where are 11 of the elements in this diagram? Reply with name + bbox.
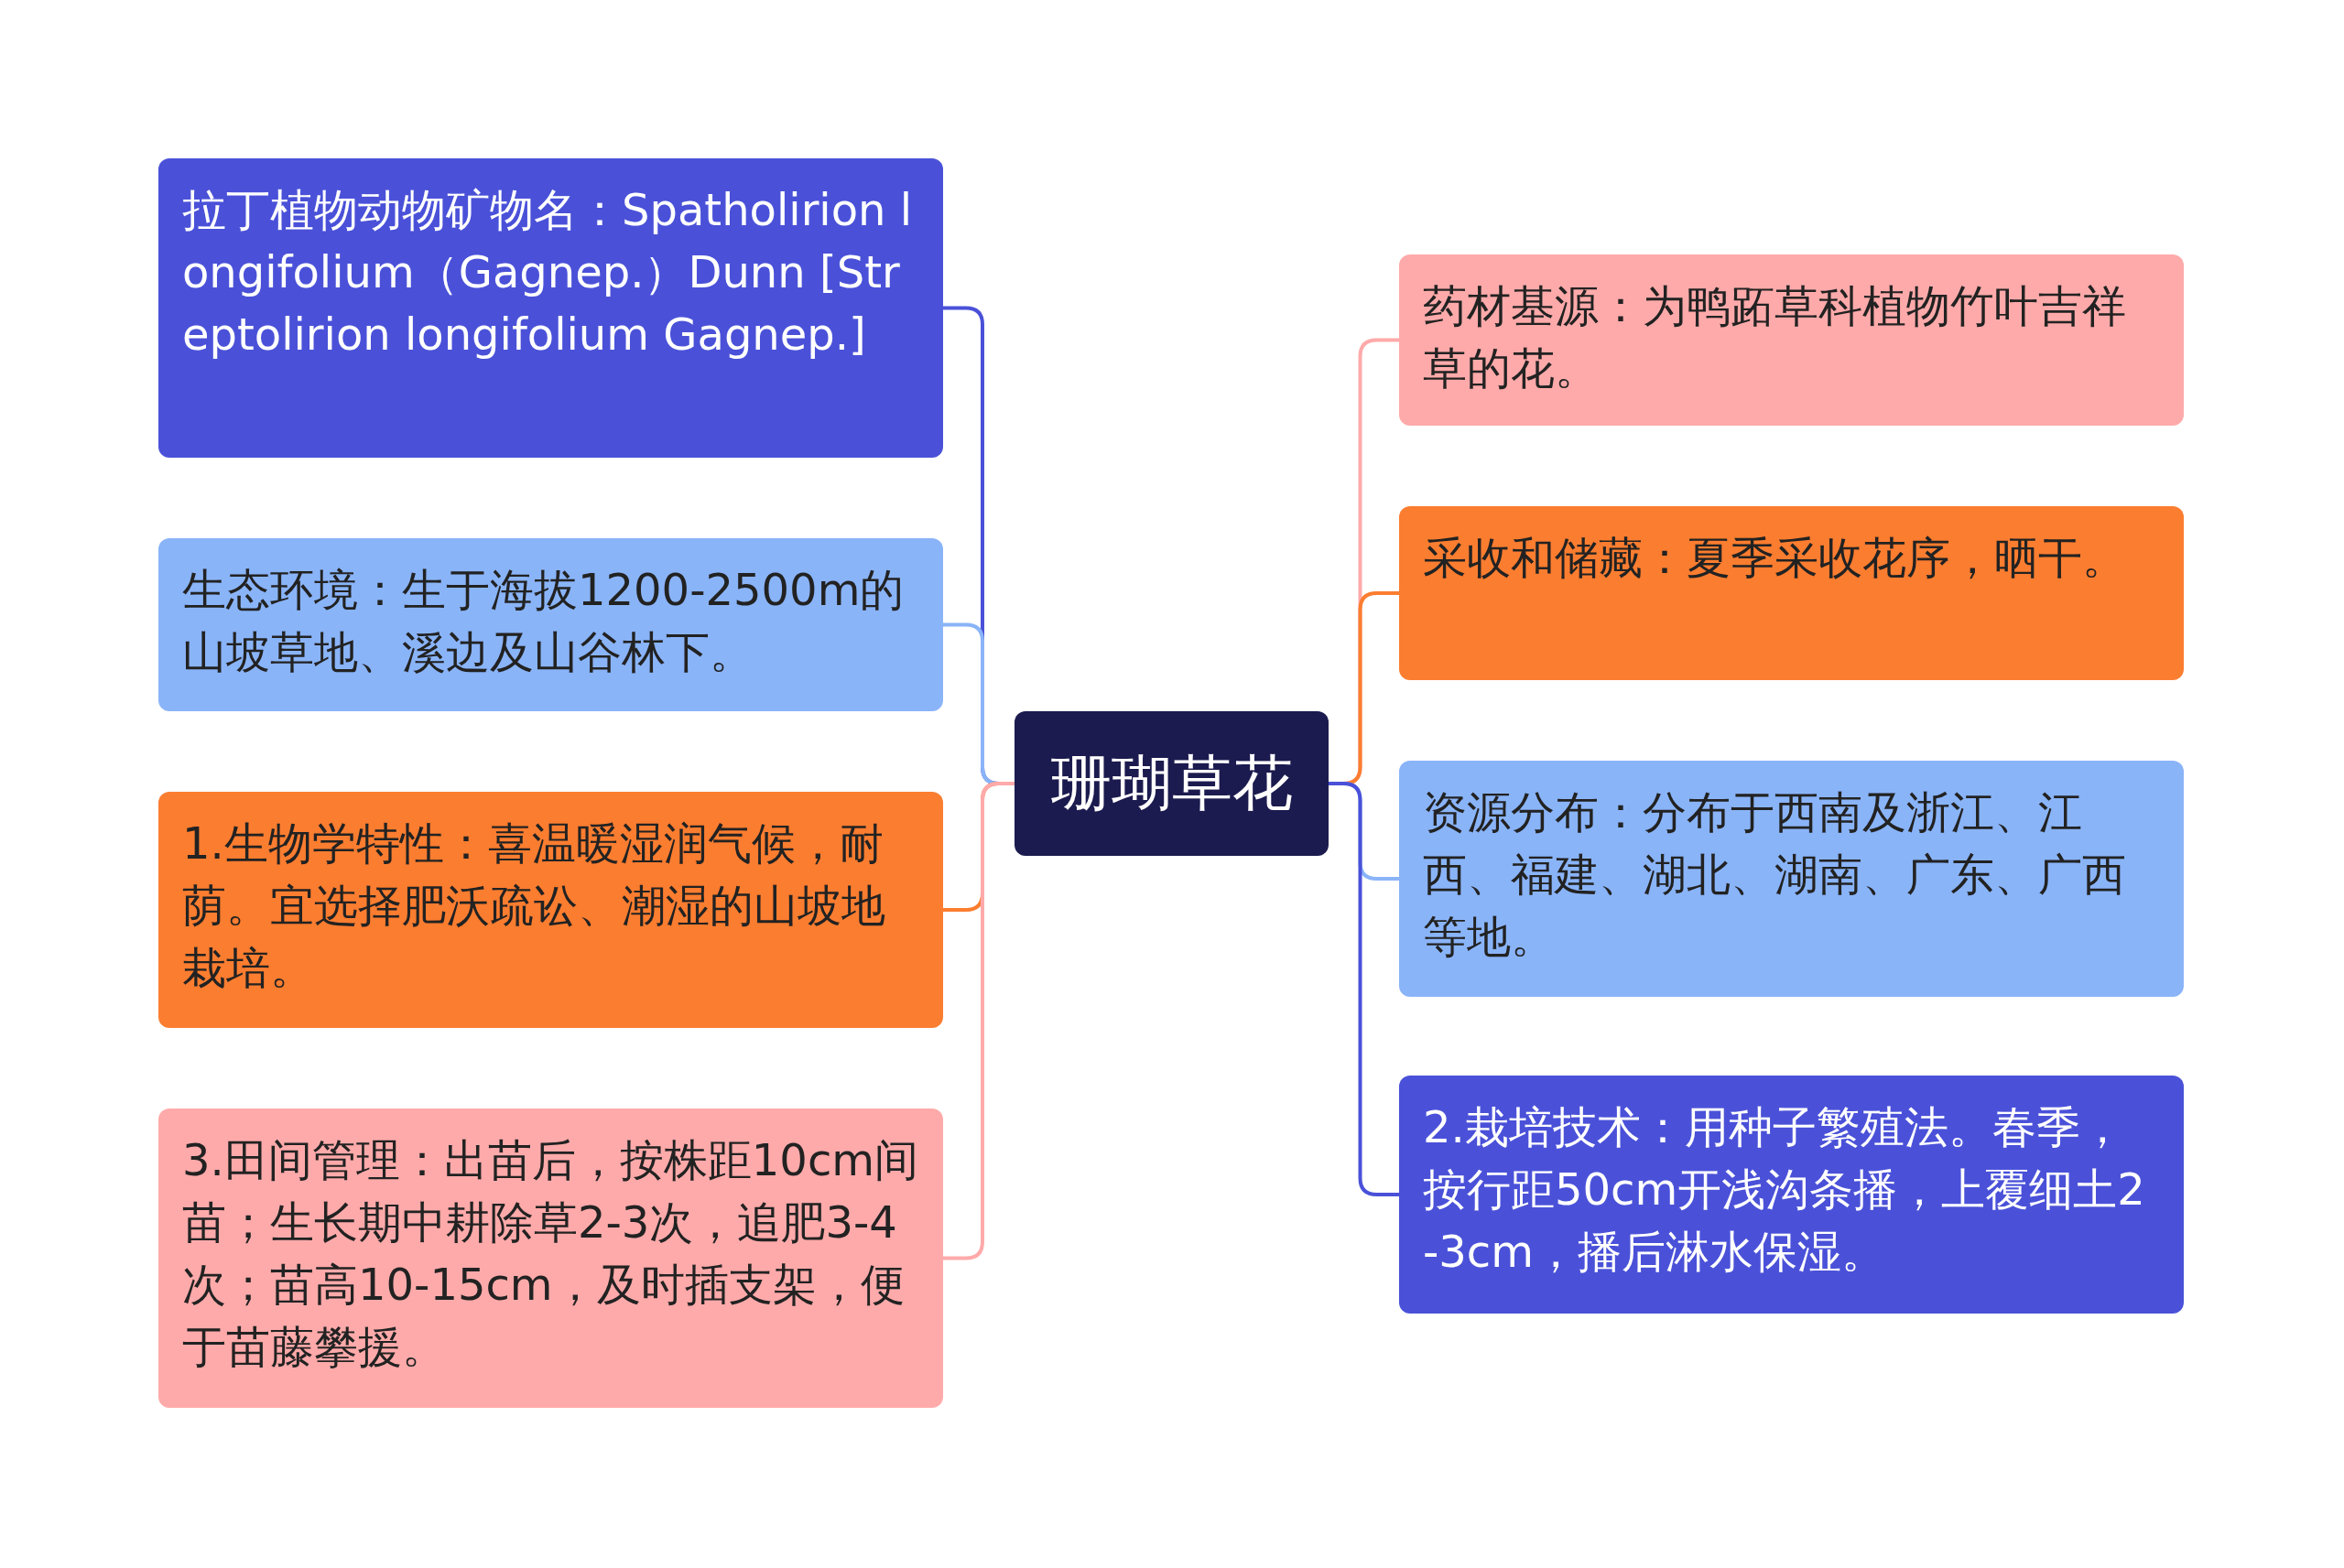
topic-box: 药材基源：为鸭跖草科植物竹叶吉祥草的花。 bbox=[1399, 254, 2184, 426]
connector-line bbox=[1329, 782, 1399, 1196]
topic-box: 资源分布：分布于西南及浙江、江西、福建、湖北、湖南、广东、广西等地。 bbox=[1399, 761, 2184, 997]
central-topic-box: 珊瑚草花 bbox=[1015, 711, 1329, 856]
topic-box: 拉丁植物动物矿物名：Spatholirion longifolium（Gagnep.）Dunn [Streptolirion longifolium Gagnep.] bbox=[158, 158, 943, 458]
topic-box: 1.生物学特性：喜温暖湿润气候，耐荫。宜选择肥沃疏讼、潮湿的山坡地栽培。 bbox=[158, 792, 943, 1028]
topic-box: 生态环境：生于海拔1200-2500m的山坡草地、溪边及山谷林下。 bbox=[158, 538, 943, 711]
topic-box: 2.栽培技术：用种子繁殖法。春季，按行距50cm开浅沟条播，上覆细土2-3cm，播后淋水保湿。 bbox=[1399, 1076, 2184, 1314]
connector-line bbox=[943, 782, 1015, 1260]
topic-box: 采收和储藏：夏季采收花序，晒干。 bbox=[1399, 506, 2184, 680]
topic-box: 3.田间管理：出苗后，按株距10cm间苗；生长期中耕除草2-3次，追肥3-4次；苗高10-15cm，及时插支架，便于苗藤攀援。 bbox=[158, 1108, 943, 1408]
